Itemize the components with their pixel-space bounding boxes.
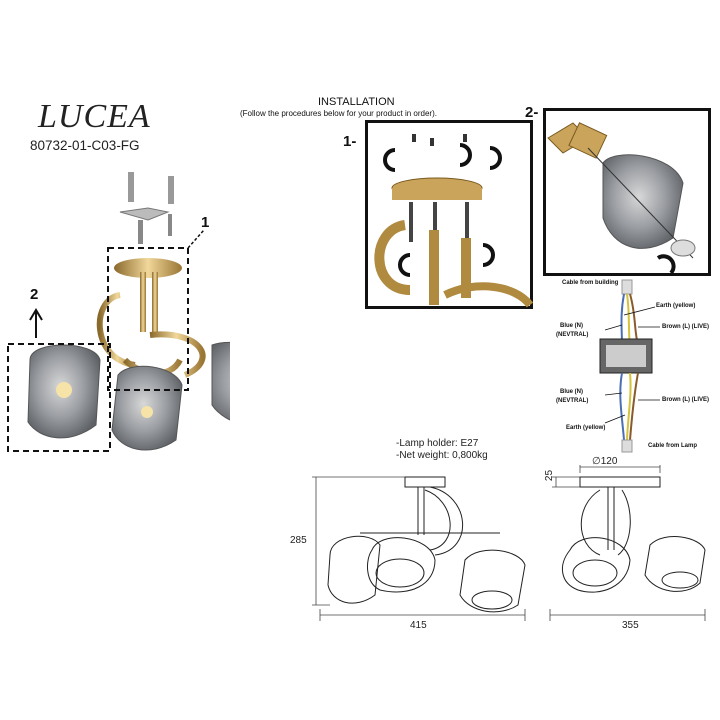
dim-width-side: 355 — [622, 620, 639, 631]
label-cable-lamp: Cable from Lamp — [648, 443, 698, 449]
label-nevtral-bottom: (NEVTRAL) — [556, 398, 589, 404]
shade-left — [27, 344, 101, 439]
mounting-hardware — [119, 172, 174, 244]
dim-height: 285 — [290, 535, 307, 546]
installation-title: INSTALLATION — [318, 96, 395, 108]
shade-right — [211, 341, 230, 421]
label-cable-building: Cable from building — [562, 280, 619, 286]
dim-width-front: 415 — [410, 620, 427, 631]
label-brown-top: Brown (L) (LIVE) — [662, 324, 709, 330]
rotate-arrows — [383, 143, 502, 172]
dim-canopy-height: 25 — [544, 469, 556, 482]
wiring-diagram — [599, 279, 660, 453]
callout-box-2 — [7, 343, 111, 452]
product-name: LUCEA — [38, 98, 151, 135]
spec-net-weight: -Net weight: 0,800kg — [396, 450, 488, 461]
label-blue-bottom: Blue (N) — [560, 389, 583, 395]
side-dimension-drawing — [549, 465, 706, 621]
callout-label-2: 2 — [30, 286, 39, 303]
label-brown-bottom: Brown (L) (LIVE) — [662, 397, 709, 403]
installation-subtitle: (Follow the procedures below for your pr… — [240, 109, 437, 118]
front-dimension-drawing — [312, 476, 526, 621]
callout-box-1 — [107, 247, 189, 391]
dim-diameter: ∅120 — [592, 456, 618, 467]
label-earth-top: Earth (yellow) — [656, 303, 696, 309]
label-earth-bottom: Earth (yellow) — [566, 425, 606, 431]
step-2-number: 2- — [525, 104, 539, 121]
product-model: 80732-01-C03-FG — [30, 138, 140, 153]
label-blue-top: Blue (N) — [560, 323, 583, 329]
shade-middle — [111, 365, 183, 451]
label-nevtral-top: (NEVTRAL) — [556, 332, 589, 338]
canopy — [114, 258, 182, 278]
callout-arrow-up — [29, 308, 43, 338]
product-photo — [7, 172, 230, 452]
step-1-number: 1- — [343, 133, 357, 150]
spec-lamp-holder: -Lamp holder: E27 — [396, 438, 479, 449]
callout-label-1: 1 — [201, 214, 210, 231]
step-1-diagram — [365, 120, 533, 309]
step-2-diagram — [543, 108, 711, 276]
